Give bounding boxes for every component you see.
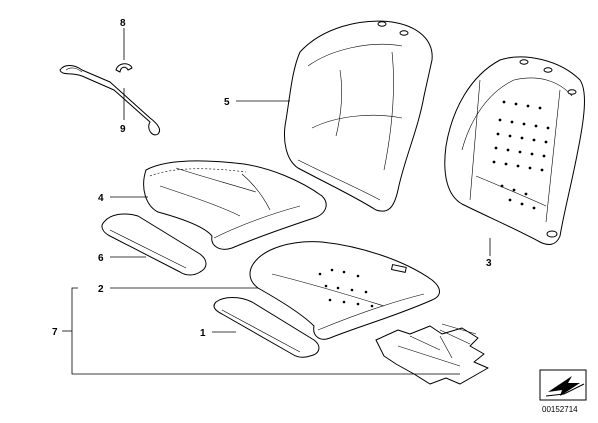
arrow-badge-icon	[539, 369, 587, 401]
callout-4: 4	[98, 193, 104, 204]
callout-2: 2	[98, 284, 104, 295]
extension-pad-part-6	[101, 213, 207, 276]
callout-3: 3	[486, 258, 492, 269]
callout-9: 9	[120, 124, 126, 135]
callout-7: 7	[52, 327, 58, 338]
callout-6: 6	[98, 253, 104, 264]
leader-lines	[62, 28, 491, 375]
callout-5: 5	[224, 97, 230, 108]
clip-part-8	[115, 63, 133, 73]
front-pad-part-1	[213, 297, 320, 358]
document-number: 00152714	[542, 405, 578, 414]
seat-base-holes	[318, 268, 374, 308]
perforation-pattern	[492, 100, 550, 210]
heating-mat	[375, 323, 489, 385]
wire-part-9	[59, 65, 161, 136]
callouts: 8 9 5 4 6 2 7 1 3	[52, 18, 492, 339]
seat-cover-part-4	[143, 160, 327, 250]
callout-1: 1	[200, 328, 206, 339]
seat-base-part-2	[249, 241, 440, 340]
backrest-cover-part-5	[284, 20, 433, 212]
backrest-pad-part-3	[444, 56, 585, 245]
callout-8: 8	[120, 18, 126, 29]
